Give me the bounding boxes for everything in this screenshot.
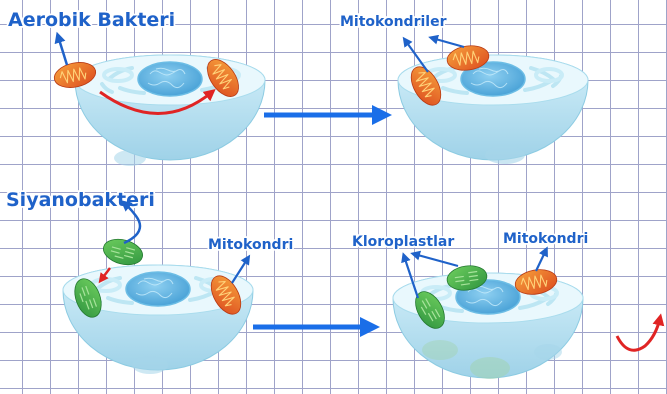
- pointer-aerobic-bacteria: [58, 36, 67, 65]
- label-aerobic-bacteria: Aerobik Bakteri: [8, 9, 175, 31]
- cyanobacterium: [101, 235, 146, 269]
- label-mitochondrion-left: Mitokondri: [208, 237, 293, 253]
- host-cell-top-left: [75, 55, 265, 160]
- label-cyanobacteria: Siyanobakteri: [6, 189, 155, 211]
- label-chloroplasts: Kloroplastlar: [352, 234, 454, 250]
- label-mitochondrion-right: Mitokondri: [503, 231, 588, 247]
- pointer-chloroplast-b: [414, 254, 458, 266]
- pointer-mitochondria-b: [432, 38, 464, 47]
- label-mitochondria-plural: Mitokondriler: [340, 14, 447, 30]
- pointer-mitochondrion-right: [536, 250, 546, 271]
- curved-red-arrow: [617, 318, 660, 350]
